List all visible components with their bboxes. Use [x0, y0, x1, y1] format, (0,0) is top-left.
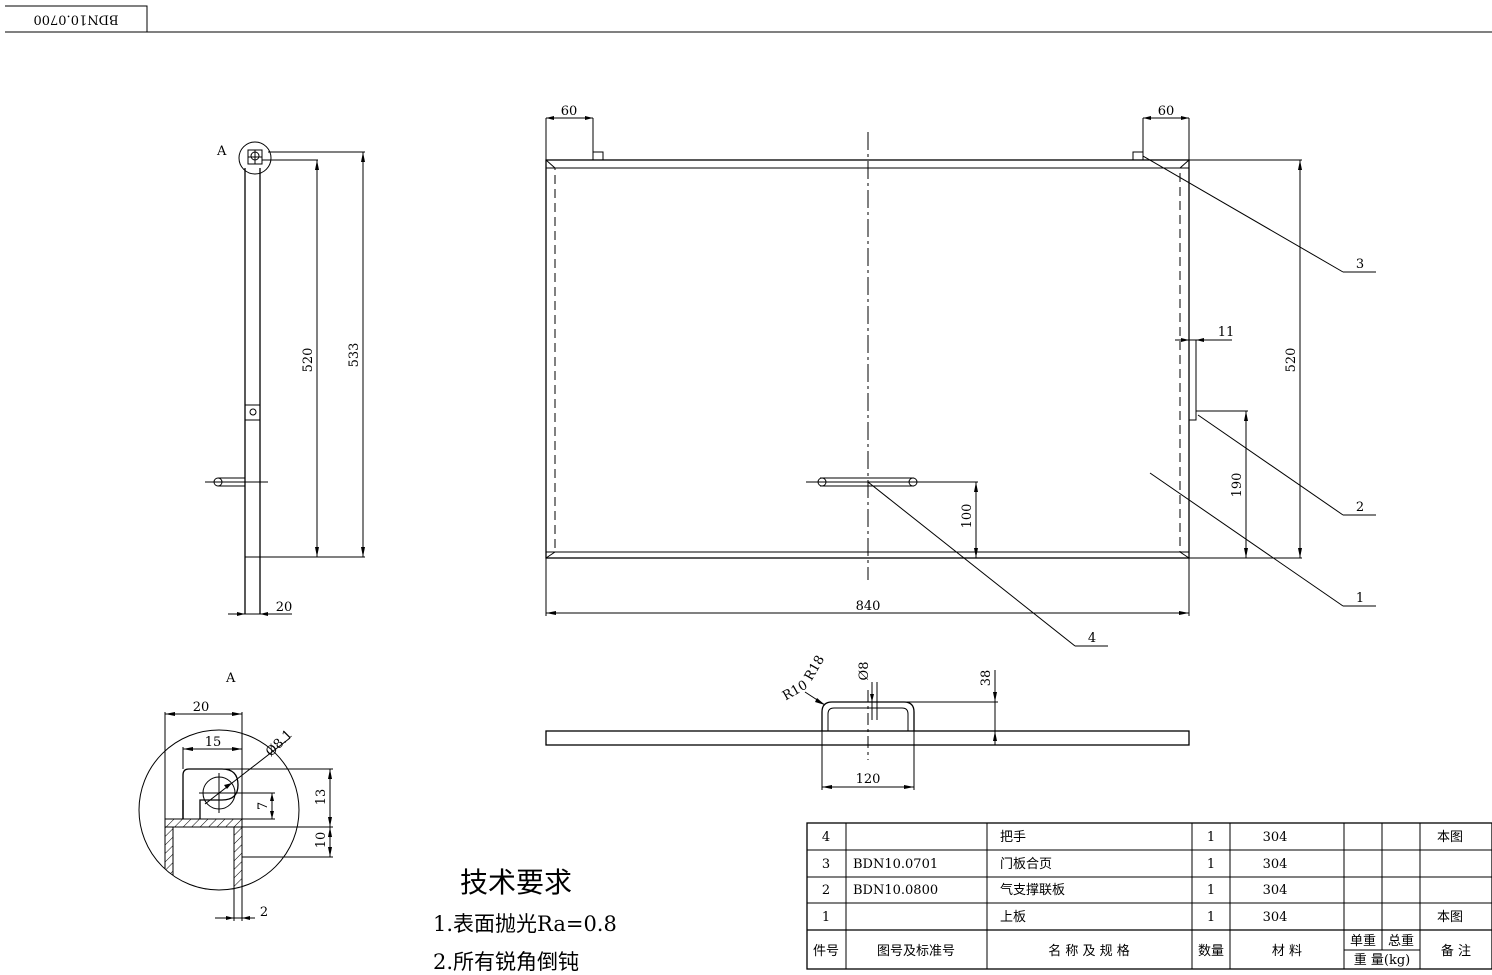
tech-req-item-2: 2.所有锐角倒钝 — [433, 950, 579, 974]
bom-cell-material: 304 — [1263, 857, 1288, 872]
dim-handle-phi8: Ø8 — [857, 662, 872, 681]
bom-header-code: 图号及标准号 — [877, 944, 955, 959]
dim-detail-phi81: Ø8.1 — [263, 727, 296, 760]
bom-cell-code: BDN10.0800 — [853, 883, 938, 898]
bom-cell-name: 气支撑联板 — [1000, 882, 1065, 898]
gas-strut-plate-front — [1188, 339, 1197, 421]
tech-req-item-1: 1.表面抛光Ra=0.8 — [433, 912, 617, 936]
detail-a-marker-circle — [238, 141, 272, 175]
bom-cell-material: 304 — [1263, 830, 1288, 845]
bom-cell-no: 1 — [822, 910, 830, 925]
bom-cell-qty: 1 — [1207, 857, 1215, 872]
bom-row: 3 BDN10.0701 门板合页 1 304 — [822, 857, 1288, 872]
bom-cell-note: 本图 — [1437, 910, 1463, 925]
bom-cell-material: 304 — [1263, 883, 1288, 898]
dim-side-533: 533 — [347, 343, 362, 368]
bom-header: 件号 图号及标准号 名 称 及 规 格 数量 材 料 单重 总重 重 量(kg)… — [813, 933, 1471, 968]
bom-row: 4 把手 1 304 本图 — [822, 830, 1463, 845]
dim-handle-r10: R10 — [780, 678, 810, 704]
balloon-3: 3 — [1356, 257, 1364, 272]
bom-header-note: 备 注 — [1441, 943, 1471, 959]
technical-requirements: 技术要求 1.表面抛光Ra=0.8 2.所有锐角倒钝 — [433, 866, 617, 974]
bom-cell-no: 2 — [822, 883, 830, 898]
bom-header-unit-weight: 单重 — [1350, 933, 1376, 949]
bom-cell-name: 门板合页 — [1000, 857, 1052, 872]
bom-header-qty: 数量 — [1198, 944, 1224, 959]
drawing-number-block: BDN10.0700 — [5, 5, 1492, 33]
bom-cell-note: 本图 — [1437, 830, 1463, 845]
dim-handle-38: 38 — [979, 670, 994, 687]
dim-side-20: 20 — [276, 600, 293, 615]
dim-detail-10: 10 — [314, 832, 329, 849]
dim-handle-120: 120 — [856, 772, 881, 787]
dim-detail-7: 7 — [256, 802, 271, 810]
dim-front-100: 100 — [960, 504, 975, 529]
gas-strut-plate — [244, 404, 261, 421]
bom-cell-no: 4 — [822, 830, 830, 845]
dim-front-190: 190 — [1230, 473, 1245, 498]
bom-cell-no: 3 — [822, 857, 830, 872]
bom-cell-qty: 1 — [1207, 910, 1215, 925]
bom-cell-name: 上板 — [1000, 910, 1026, 925]
bom-header-total-weight: 总重 — [1388, 933, 1414, 949]
detail-boundary-circle — [138, 729, 300, 891]
bom-cell-qty: 1 — [1207, 883, 1215, 898]
bom-cell-code: BDN10.0701 — [853, 857, 938, 872]
bom-header-material: 材 料 — [1272, 944, 1302, 959]
balloon-2: 2 — [1356, 500, 1364, 515]
bom-row: 2 BDN10.0800 气支撑联板 1 304 — [822, 882, 1288, 898]
detail-a-view: A Ø8.1 20 1 — [138, 671, 333, 921]
bom-header-name: 名 称 及 规 格 — [1048, 943, 1130, 959]
dim-top-60-left: 60 — [561, 104, 578, 119]
balloon-4: 4 — [1088, 631, 1096, 646]
dim-handle-r18: R18 — [802, 653, 828, 683]
dim-top-60-right: 60 — [1158, 104, 1175, 119]
side-view: A 520 533 20 — [205, 141, 365, 616]
dim-detail-13: 13 — [314, 789, 329, 806]
bom-table: 4 把手 1 304 本图 3 BDN10.0701 门板合页 1 304 2 … — [806, 822, 1492, 970]
dim-front-11: 11 — [1218, 325, 1235, 340]
tech-req-title: 技术要求 — [460, 866, 572, 899]
handle-view: Ø8 R18 R10 38 120 — [545, 653, 1190, 790]
bom-cell-qty: 1 — [1207, 830, 1215, 845]
hinge-right — [1132, 151, 1144, 161]
dim-detail-15: 15 — [205, 735, 222, 750]
balloon-1: 1 — [1356, 591, 1364, 606]
bom-row: 1 上板 1 304 本图 — [822, 910, 1463, 925]
front-view: 60 60 520 11 190 100 — [545, 104, 1376, 647]
bom-header-weight: 重 量(kg) — [1354, 952, 1410, 968]
bom-cell-name: 把手 — [1000, 830, 1026, 845]
dim-detail-20: 20 — [193, 700, 210, 715]
dim-front-520: 520 — [1284, 348, 1299, 373]
bom-header-no: 件号 — [813, 944, 839, 959]
hinge-left — [592, 151, 604, 161]
bom-cell-material: 304 — [1263, 910, 1288, 925]
dim-front-840: 840 — [856, 599, 881, 614]
side-view-label: A — [216, 144, 227, 159]
dim-detail-2: 2 — [260, 905, 268, 920]
drawing-number: BDN10.0700 — [33, 12, 118, 27]
detail-a-label: A — [225, 671, 236, 686]
dim-side-520: 520 — [301, 348, 316, 373]
